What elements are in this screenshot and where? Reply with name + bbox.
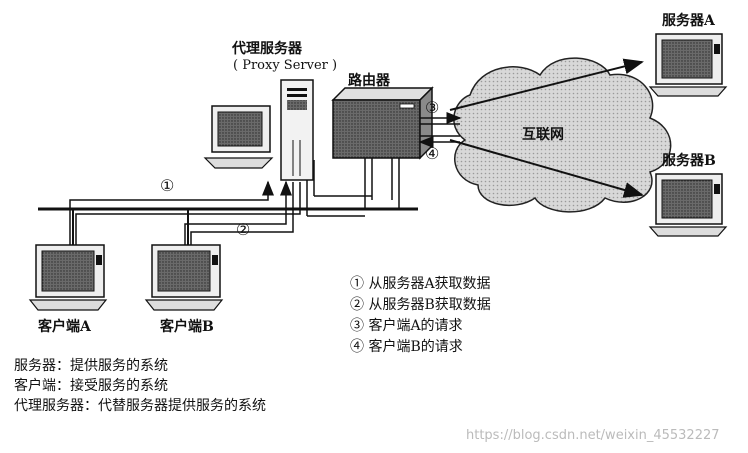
proxy-title-label: 代理服务器	[232, 41, 302, 57]
internet-cloud	[453, 57, 672, 213]
legend-item-2: ② 从服务器B获取数据	[350, 297, 491, 313]
watermark: https://blog.csdn.net/weixin_45532227	[466, 428, 720, 443]
path-2	[184, 180, 292, 245]
proxy-tower	[280, 79, 314, 181]
internet-label: 互联网	[522, 127, 564, 143]
step-3-marker: ③	[425, 98, 440, 117]
step-4-marker: ④	[425, 144, 440, 163]
arrow-to-server-b	[449, 139, 644, 198]
definition-client: 客户端：接受服务的系统	[14, 378, 168, 394]
server-b-computer	[648, 173, 728, 237]
server-a-computer	[648, 33, 728, 97]
client-a-label: 客户端A	[38, 319, 91, 335]
server-b-label: 服务器B	[662, 153, 716, 169]
legend-item-4: ④ 客户端B的请求	[350, 339, 463, 355]
client-b-computer	[144, 209, 224, 311]
step-1-marker: ①	[160, 176, 175, 195]
legend-item-3: ③ 客户端A的请求	[350, 318, 463, 334]
definition-server: 服务器：提供服务的系统	[14, 358, 168, 374]
router-device	[331, 86, 434, 160]
router-label: 路由器	[348, 73, 390, 89]
proxy-monitor	[203, 105, 274, 169]
arrow-to-server-a	[449, 58, 644, 111]
path-1	[69, 180, 274, 245]
legend-item-1: ① 从服务器A获取数据	[350, 276, 491, 292]
client-b-label: 客户端B	[160, 319, 214, 335]
proxy-subtitle-label: ( Proxy Server )	[233, 58, 338, 73]
client-a-computer	[28, 209, 108, 311]
definition-proxy: 代理服务器：代替服务器提供服务的系统	[14, 398, 266, 414]
step-2-marker: ②	[236, 220, 251, 239]
server-a-label: 服务器A	[662, 13, 715, 29]
